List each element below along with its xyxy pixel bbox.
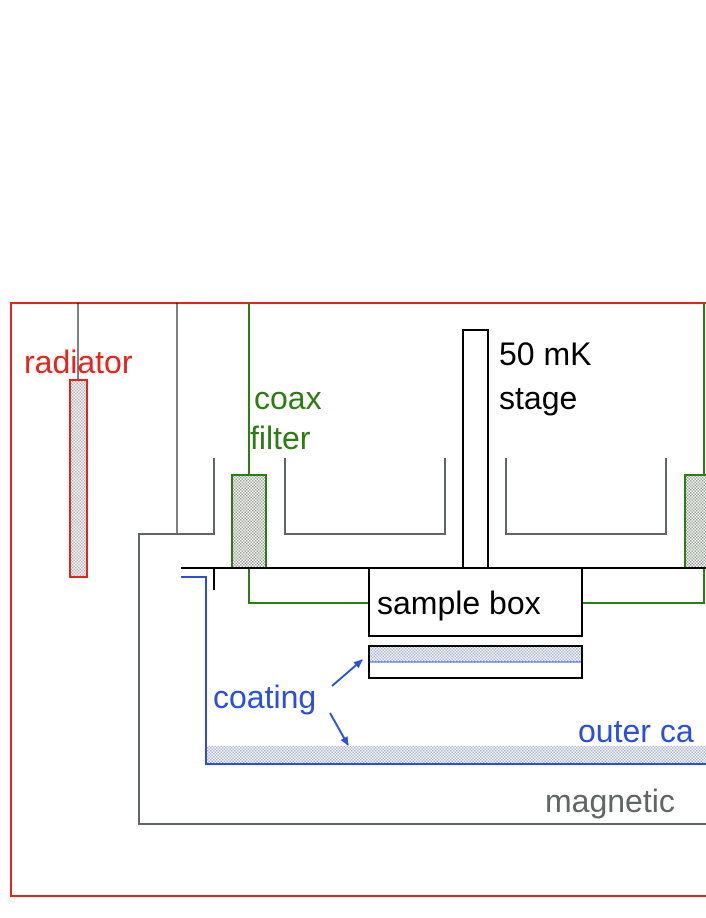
- stage-label-line2: stage: [499, 380, 577, 416]
- left-cup: [284, 458, 446, 535]
- coax-line-right-bottom: [582, 568, 705, 604]
- stage-label-line1: 50 mK: [499, 336, 591, 372]
- lower-plate-coating: [370, 647, 581, 662]
- radiator-element: [69, 379, 88, 578]
- magnetic-shield: [138, 458, 706, 825]
- coating-label: coating: [213, 679, 316, 715]
- coax-filter-label-line1: coax: [254, 380, 322, 416]
- coax-filter-label-line2: filter: [250, 420, 311, 456]
- coating-arrow-upper: [331, 659, 363, 687]
- coax-line-left-bottom: [248, 568, 369, 604]
- coax-filter-right: [684, 474, 706, 569]
- stage-post: [462, 329, 489, 569]
- outer-can: [181, 576, 706, 765]
- sample-box-label: sample box: [377, 585, 541, 621]
- magnetic-shield-label: magnetic: [545, 783, 675, 819]
- outer-can-label: outer ca: [578, 713, 694, 749]
- outer-frame: [10, 302, 706, 897]
- sample-box: [368, 567, 583, 637]
- radiator-label: radiator: [24, 344, 133, 380]
- coax-filter-left: [231, 474, 267, 569]
- right-cup: [505, 458, 667, 535]
- coating-arrow-lower: [329, 712, 349, 746]
- outer-can-coating: [207, 746, 706, 763]
